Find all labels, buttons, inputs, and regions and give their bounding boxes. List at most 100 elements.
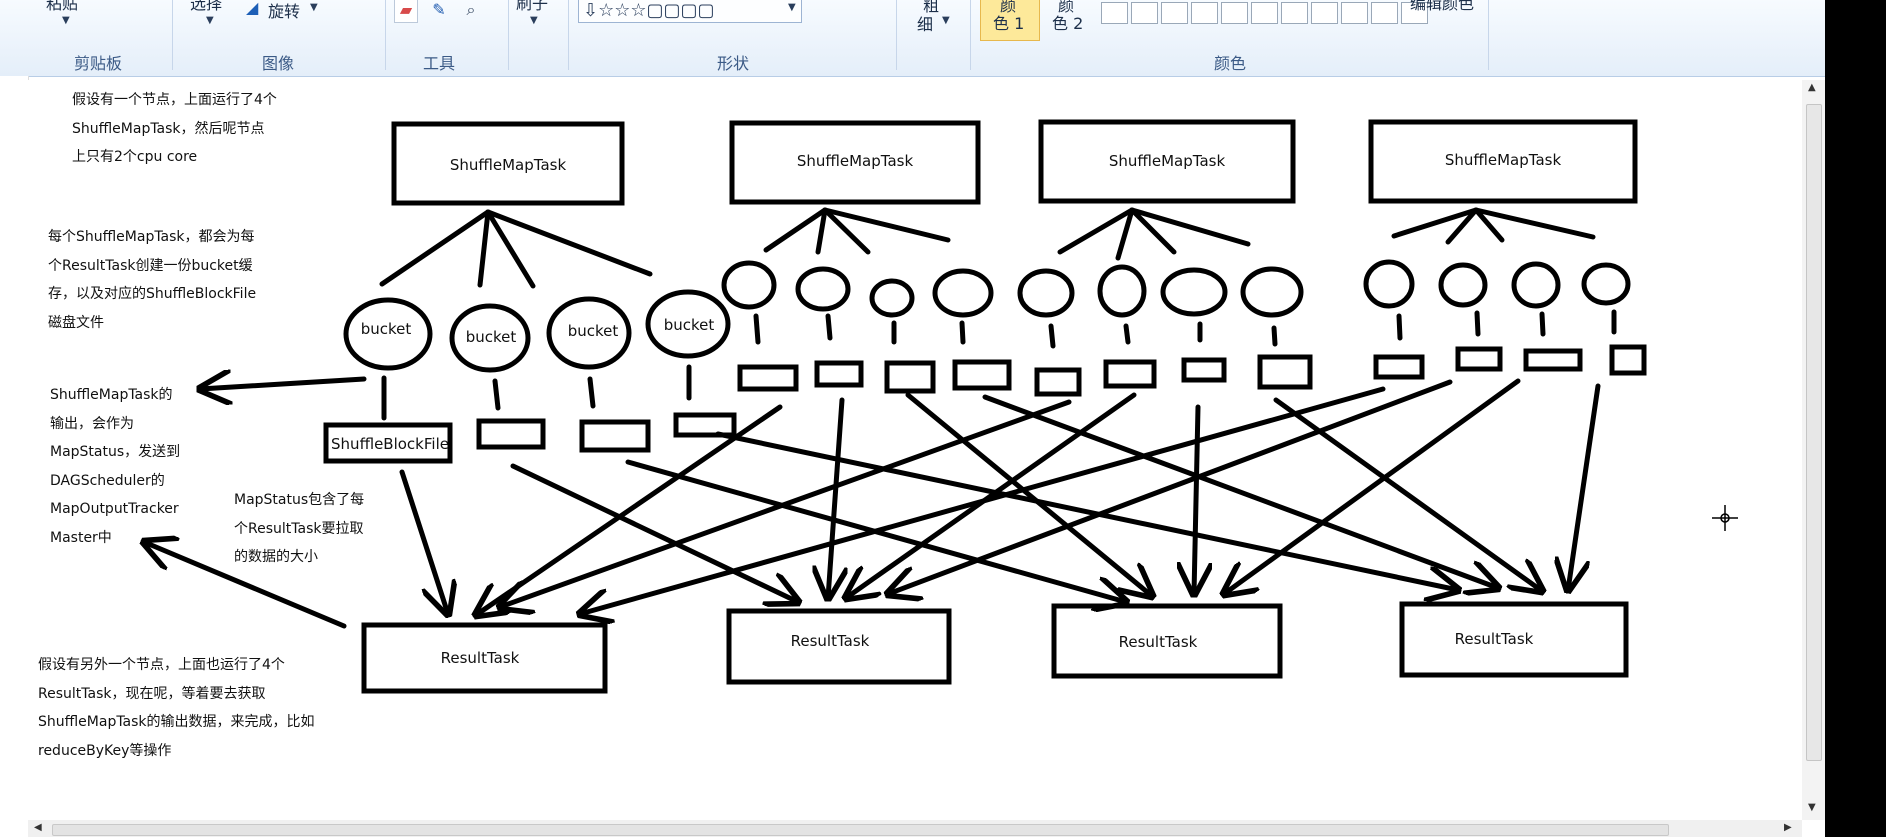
shuffle-map-task-label: ShuffleMapTask	[450, 156, 567, 174]
fan-line	[477, 209, 491, 288]
paste-button[interactable]: 粘贴	[46, 0, 79, 13]
fan-line	[485, 209, 653, 277]
ribbon-separator	[385, 0, 386, 70]
color-swatch[interactable]	[1131, 2, 1158, 24]
note-line: MapStatus包含了每	[234, 492, 365, 508]
thickness-dropdown-arrow[interactable]: ▼	[942, 15, 950, 26]
scroll-down-icon[interactable]: ▼	[1808, 802, 1816, 813]
bucket-circle	[645, 289, 731, 359]
fetch-arrow	[905, 392, 1152, 596]
fetch-arrow	[888, 379, 1453, 594]
fan-line	[1129, 207, 1177, 255]
select-dropdown-arrow[interactable]: ▼	[206, 15, 214, 26]
note-line: 的数据的大小	[234, 549, 318, 565]
select-button[interactable]: 选择	[190, 0, 223, 13]
shuffle-map-task-label: ShuffleMapTask	[1445, 151, 1562, 169]
bucket-circle	[1240, 266, 1304, 318]
bucket-file-connector	[1474, 310, 1481, 337]
color-swatch[interactable]	[1371, 2, 1398, 24]
bucket-circle	[1511, 261, 1561, 309]
shuffle-block-file-box	[1034, 367, 1082, 397]
color-swatch[interactable]	[1401, 2, 1428, 24]
brush-dropdown-arrow[interactable]: ▼	[530, 15, 538, 26]
crosshair-cursor-icon	[1712, 505, 1738, 531]
bucket-label: bucket	[466, 328, 517, 346]
vertical-scrollbar[interactable]: ▲ ▼	[1802, 80, 1825, 820]
bucket-file-connector	[492, 378, 501, 411]
fetch-arrow	[828, 397, 842, 598]
color-swatch[interactable]	[1311, 2, 1338, 24]
fan-line	[1115, 207, 1135, 261]
color-swatch[interactable]	[1161, 2, 1188, 24]
shapes-gallery-icons: ⇩☆☆☆▢▢▢▢	[583, 0, 715, 21]
color-swatch[interactable]	[1101, 2, 1128, 24]
scroll-left-icon[interactable]: ◀	[34, 822, 42, 833]
note-line: 个ResultTask要拉取	[234, 520, 364, 537]
group-label-shapes: 形状	[717, 54, 750, 73]
fetch-arrow	[1224, 378, 1521, 594]
bucket-file-connector	[1539, 311, 1546, 337]
thickness-label-top: 粗	[923, 0, 940, 15]
fetch-arrow	[715, 431, 1458, 590]
note-line: reduceByKey等操作	[38, 742, 172, 759]
magnifier-icon[interactable]: ⌕	[466, 0, 476, 19]
bucket-file-connector	[1123, 323, 1131, 345]
color-swatch[interactable]	[1341, 2, 1368, 24]
rotate-icon: ◢	[246, 0, 259, 17]
shuffle-map-task-label: ShuffleMapTask	[1109, 152, 1226, 170]
paste-dropdown-arrow[interactable]: ▼	[62, 15, 70, 26]
rotate-dropdown-arrow[interactable]: ▼	[310, 2, 318, 13]
note-line: 磁盘文件	[48, 314, 104, 331]
color1-button[interactable]	[980, 0, 1040, 41]
edit-colors-button[interactable]: 编辑颜色	[1410, 0, 1475, 13]
horizontal-scrollbar[interactable]: ◀ ▶	[28, 820, 1802, 837]
shuffle-block-file-box	[1257, 354, 1313, 390]
fetch-arrow	[580, 386, 1386, 614]
note-line: ShuffleMapTask，然后呢节点	[72, 120, 265, 137]
note-line: 假设有另外一个节点，上面也运行了4个	[38, 657, 285, 673]
rotate-button[interactable]: 旋转	[268, 2, 301, 21]
group-label-tools: 工具	[423, 54, 456, 73]
color-swatch[interactable]	[1281, 2, 1308, 24]
shuffle-block-file-box	[323, 422, 453, 464]
color-swatch[interactable]	[1221, 2, 1248, 24]
group-label-image: 图像	[262, 54, 295, 73]
group-label-colors: 颜色	[1214, 54, 1247, 73]
note-line: 上只有2个cpu core	[72, 149, 198, 165]
bucket-circle	[1160, 267, 1228, 317]
shapes-scroll-arrow[interactable]: ▼	[788, 2, 796, 13]
scroll-right-icon[interactable]: ▶	[1784, 822, 1792, 833]
bucket-label: bucket	[568, 322, 619, 340]
thickness-button[interactable]: 细	[917, 15, 934, 34]
drawing-canvas[interactable]: ShuffleMapTask ShuffleMapTask ShuffleMap…	[28, 80, 1800, 820]
node-assumption-note: 假设有一个节点，上面运行了4个 ShuffleMapTask，然后呢节点 上只有…	[72, 86, 277, 172]
scroll-up-icon[interactable]: ▲	[1808, 82, 1816, 93]
note-line: DAGScheduler的	[50, 472, 165, 489]
brush-button[interactable]: 刷子	[516, 0, 549, 13]
color2-button[interactable]: 色 2	[1052, 14, 1084, 33]
color-picker-icon[interactable]: ✎	[432, 0, 446, 19]
note-line: MapOutputTracker	[50, 501, 179, 517]
shapes-gallery[interactable]: ⇩☆☆☆▢▢▢▢	[578, 0, 802, 23]
result-task-box	[726, 608, 952, 685]
mapstatus-note: MapStatus包含了每 个ResultTask要拉取 的数据的大小	[234, 486, 364, 572]
color-swatch[interactable]	[1251, 2, 1278, 24]
bucket-circle	[1581, 262, 1631, 306]
shuffle-block-file-box	[1609, 344, 1647, 376]
paint-window: 粘贴 ▼ 选择 ▼ ◢ 旋转 ▼ ▰ ✎ ⌕ 刷子 ▼ ⇩☆☆☆▢▢▢▢ ▼ 粗…	[0, 0, 1825, 837]
result-task-box	[1051, 603, 1283, 679]
fan-line	[1129, 207, 1251, 247]
bucket-circle	[795, 266, 851, 312]
result-task-label: ResultTask	[1455, 630, 1534, 648]
bucket-note: 每个ShuffleMapTask，都会为每 个ResultTask创建一份buc…	[48, 223, 256, 337]
horizontal-scroll-thumb[interactable]	[52, 824, 1669, 836]
color-swatch[interactable]	[1191, 2, 1218, 24]
note-line: Master中	[50, 529, 112, 546]
eraser-icon[interactable]: ▰	[394, 0, 418, 23]
bucket-label: bucket	[361, 320, 412, 338]
other-node-note: 假设有另外一个节点，上面也运行了4个 ResultTask，现在呢，等着要去获取…	[38, 651, 315, 765]
fetch-arrow	[982, 394, 1498, 588]
shuffle-block-file-box	[673, 412, 737, 438]
note-line: 每个ShuffleMapTask，都会为每	[48, 229, 255, 245]
vertical-scroll-thumb[interactable]	[1806, 104, 1822, 761]
